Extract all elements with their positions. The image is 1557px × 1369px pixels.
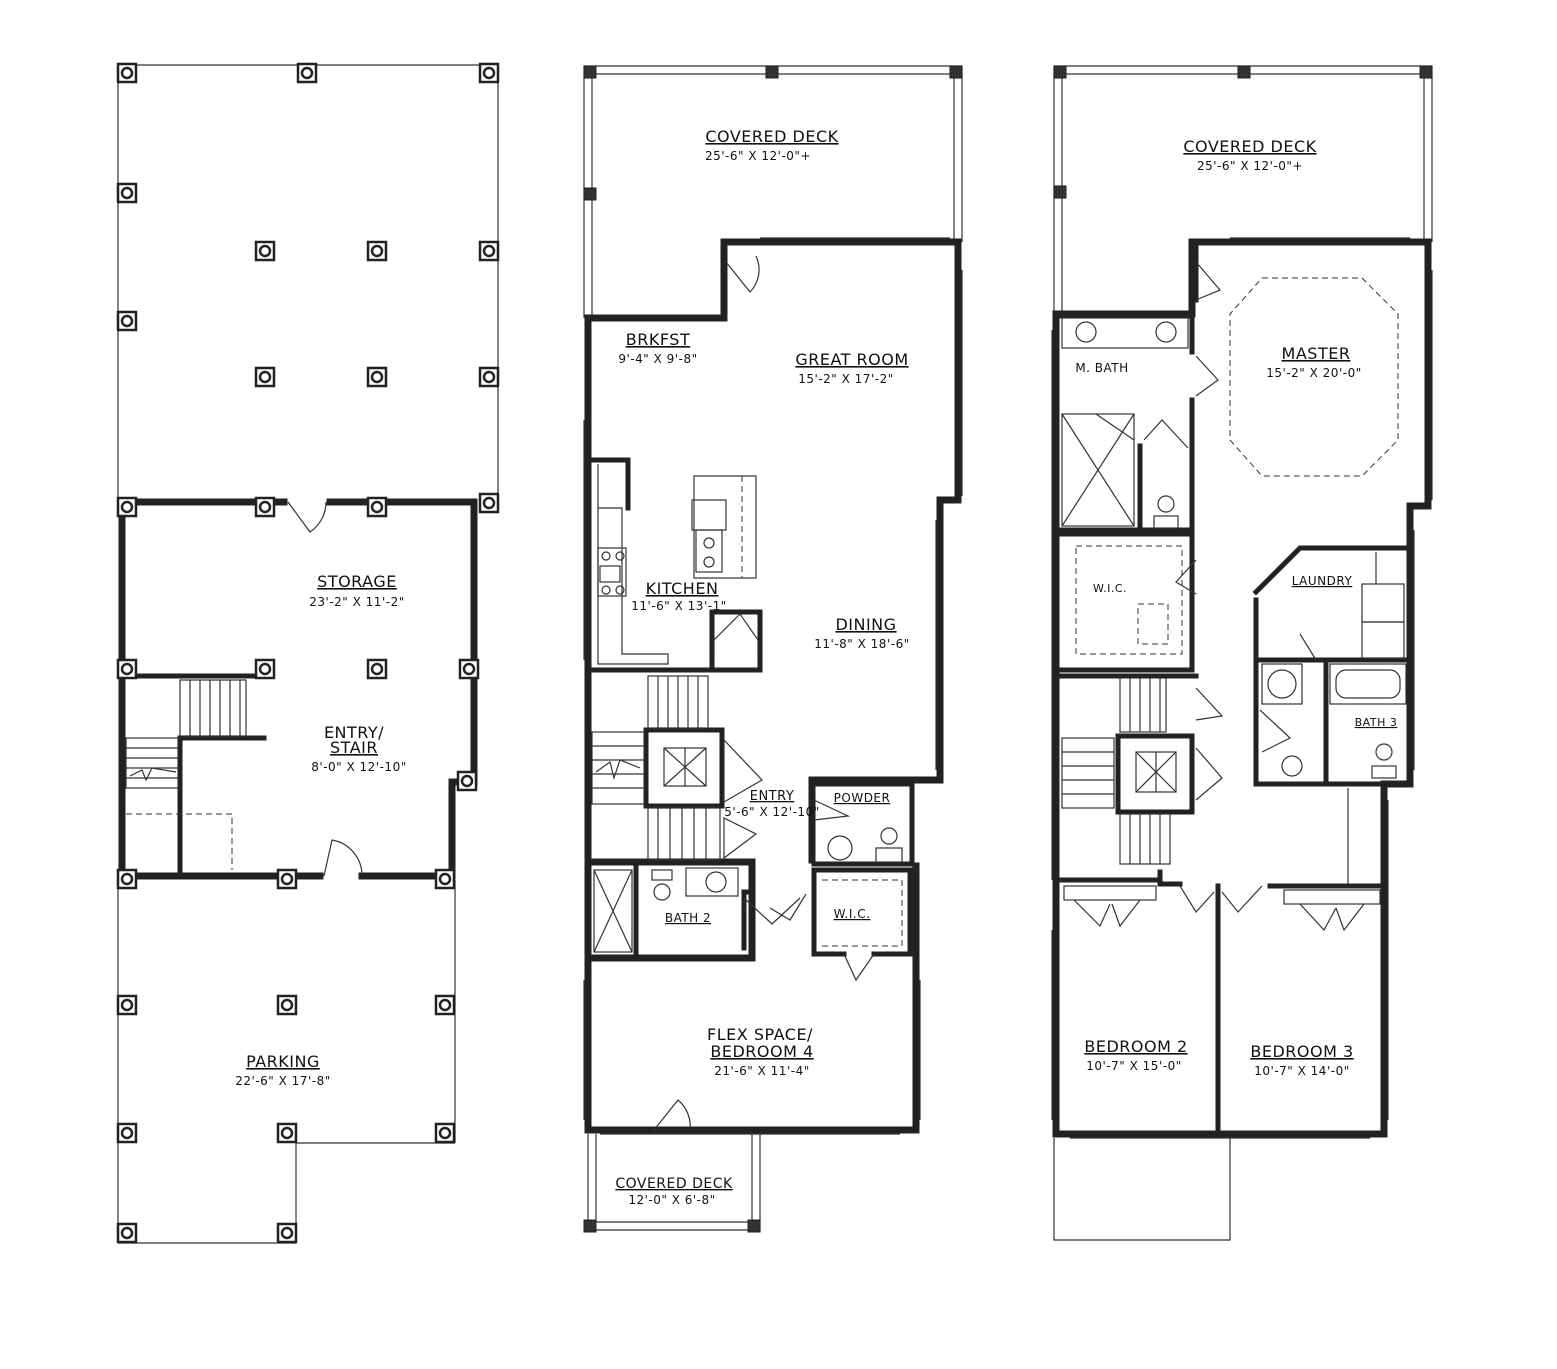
upper-exterior-wall <box>1052 238 1432 1138</box>
room-label-bedroom-2: BEDROOM 2 <box>1084 1037 1187 1056</box>
room-label-entry: ENTRY <box>750 789 795 804</box>
laundry-bath3 <box>1253 552 1413 787</box>
powder-room <box>811 781 915 867</box>
master-room <box>1193 245 1413 596</box>
bath-2-room <box>593 865 801 957</box>
room-label-covered-deck-rear: COVERED DECK <box>705 127 838 146</box>
main-floor-plan: COVERED DECK 25'-6" X 12'-0"+ BRKFST 9'-… <box>583 65 963 1233</box>
room-dim-great-room: 15'-2" X 17'-2" <box>798 372 893 386</box>
upper-stair <box>1057 673 1224 865</box>
room-dim-covered-deck-front: 12'-0" X 6'-8" <box>628 1193 715 1207</box>
room-dim-bedroom-2: 10'-7" X 15'-0" <box>1086 1059 1181 1073</box>
kitchen-fixtures <box>589 457 763 673</box>
room-label-entry-stair-1: ENTRY/ <box>324 723 384 742</box>
ground-posts <box>116 62 500 1244</box>
room-dim-brkfst: 9'-4" X 9'-8" <box>618 352 697 366</box>
room-dim-covered-deck-upper: 25'-6" X 12'-0"+ <box>1197 159 1303 173</box>
room-label-bath-2: BATH 2 <box>665 911 711 925</box>
room-label-bedroom-3: BEDROOM 3 <box>1250 1042 1353 1061</box>
room-label-m-bath: M. BATH <box>1075 361 1128 375</box>
room-dim-bedroom-3: 10'-7" X 14'-0" <box>1254 1064 1349 1078</box>
room-label-upper-wic: W.I.C. <box>1093 582 1127 595</box>
room-label-great-room: GREAT ROOM <box>795 350 908 369</box>
ground-floor-plan: STORAGE 23'-2" X 11'-2" ENTRY/ STAIR 8'-… <box>116 62 500 1244</box>
room-label-entry-stair-2: STAIR <box>330 738 378 757</box>
room-dim-entry: 5'-6" X 12'-10" <box>724 805 819 819</box>
upper-windows <box>1051 237 1433 1139</box>
room-label-master: MASTER <box>1282 344 1351 363</box>
room-label-dining: DINING <box>835 615 896 634</box>
entry-door[interactable] <box>323 839 363 877</box>
room-dim-parking: 22'-6" X 17'-8" <box>235 1074 330 1088</box>
main-rear-door[interactable] <box>725 255 760 293</box>
upper-wic-room <box>1057 531 1197 673</box>
room-label-bath-3: BATH 3 <box>1355 716 1398 729</box>
room-label-kitchen: KITCHEN <box>646 579 719 598</box>
room-label-flex-1: FLEX SPACE/ <box>707 1025 813 1044</box>
room-dim-kitchen: 11'-6" X 13'-1" <box>631 599 726 613</box>
main-wic <box>811 867 913 982</box>
room-dim-flex: 21'-6" X 11'-4" <box>714 1064 809 1078</box>
room-dim-dining: 11'-8" X 18'-6" <box>814 637 909 651</box>
room-dim-storage: 23'-2" X 11'-2" <box>309 595 404 609</box>
room-label-storage: STORAGE <box>317 572 397 591</box>
room-dim-covered-deck-rear: 25'-6" X 12'-0"+ <box>705 149 811 163</box>
bedrooms <box>1057 788 1387 1133</box>
room-label-laundry: LAUNDRY <box>1292 574 1353 588</box>
main-entry-door[interactable] <box>769 893 807 921</box>
room-dim-entry-stair: 8'-0" X 12'-10" <box>311 760 406 774</box>
room-label-covered-deck-upper: COVERED DECK <box>1183 137 1316 156</box>
ground-stair <box>125 679 247 870</box>
ground-exterior-wall <box>118 498 478 880</box>
flex-door[interactable] <box>653 1099 691 1131</box>
m-bath-room <box>1057 313 1219 533</box>
upper-floor-plan: COVERED DECK 25'-6" X 12'-0"+ M. BATH MA… <box>1051 65 1433 1241</box>
room-dim-master: 15'-2" X 20'-0" <box>1266 366 1361 380</box>
room-label-flex-2: BEDROOM 4 <box>710 1042 813 1061</box>
room-label-brkfst: BRKFST <box>626 330 690 349</box>
main-exterior-wall <box>584 238 962 1134</box>
room-label-parking: PARKING <box>246 1052 320 1071</box>
room-label-covered-deck-front: COVERED DECK <box>615 1176 733 1192</box>
storage-door[interactable] <box>287 501 327 533</box>
main-stair <box>591 675 763 861</box>
main-windows <box>583 237 963 1135</box>
room-label-main-wic: W.I.C. <box>834 907 871 921</box>
room-label-powder: POWDER <box>834 791 891 805</box>
